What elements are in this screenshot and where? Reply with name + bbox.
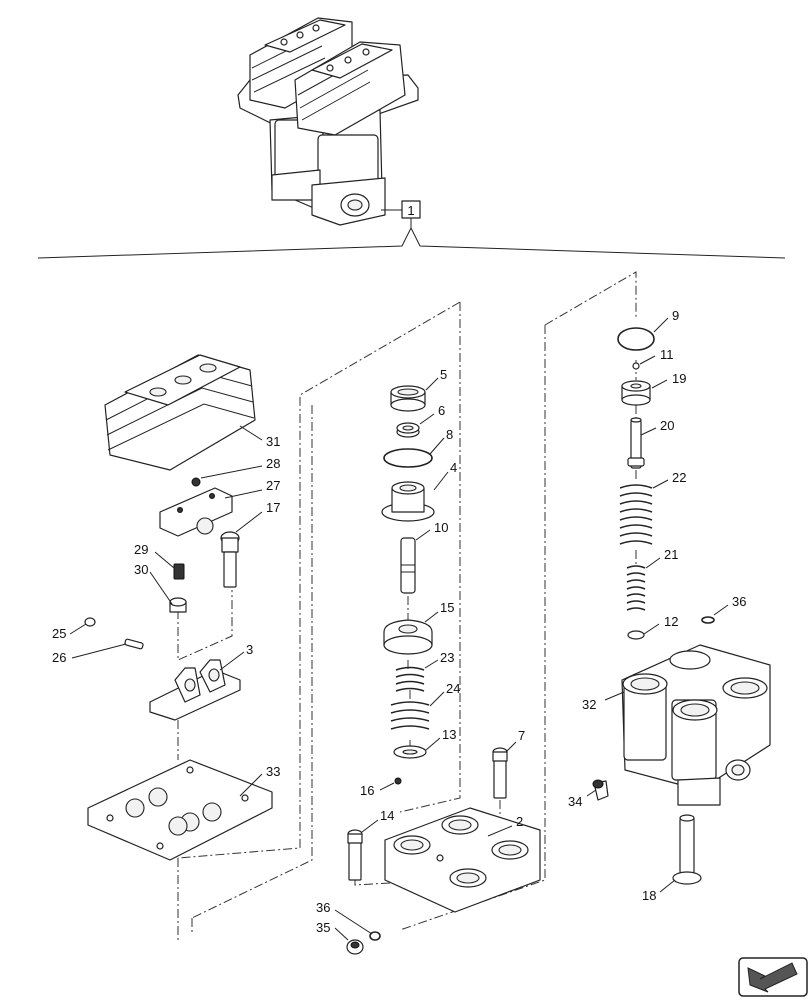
- joystick-boot-left: [249, 17, 353, 109]
- callout-24: 24: [446, 681, 460, 696]
- callout-35: 35: [316, 920, 330, 935]
- callout-9: 9: [672, 308, 679, 323]
- callout-32: 32: [582, 697, 596, 712]
- callout-11: 11: [660, 347, 674, 362]
- callout-8: 8: [446, 427, 453, 442]
- callout-17: 17: [266, 500, 280, 515]
- callout-21: 21: [664, 547, 678, 562]
- part-30-nut: [169, 597, 187, 613]
- callout-34: 34: [568, 794, 582, 809]
- assembly-bracket: [37, 226, 786, 259]
- callout-22: 22: [672, 470, 686, 485]
- callout-4: 4: [450, 460, 457, 475]
- leader-lines: [69, 317, 729, 941]
- part-28-screw: [191, 477, 201, 487]
- part-36-ring-right: [701, 616, 715, 624]
- part-24-spring: [390, 701, 430, 730]
- part-32-housing: [621, 644, 771, 806]
- callout-7: 7: [518, 728, 525, 743]
- callout-2: 2: [516, 814, 523, 829]
- callout-10: 10: [434, 520, 448, 535]
- callout-28: 28: [266, 456, 280, 471]
- part-14-screw: [347, 829, 363, 881]
- part-21-spring: [626, 565, 646, 611]
- part-27-bracket: [159, 487, 233, 537]
- callout-15: 15: [440, 600, 454, 615]
- callout-23: 23: [440, 650, 454, 665]
- part-35-plug: [346, 939, 364, 955]
- part-12-washer: [627, 630, 645, 640]
- callout-29: 29: [134, 542, 148, 557]
- assembly-label: 1: [407, 203, 414, 218]
- callout-30: 30: [134, 562, 148, 577]
- part-2-plate: [384, 807, 541, 913]
- callout-labels: 9 11 19 20 22 21 12 36 32 34 18 5 6 8 4 …: [52, 308, 746, 935]
- part-6-seal: [396, 422, 420, 438]
- part-31-boot: [104, 354, 256, 471]
- part-23-spring: [395, 666, 425, 692]
- joystick-assembly: [237, 17, 419, 226]
- callout-36-center: 36: [316, 900, 330, 915]
- part-17-screw: [220, 531, 240, 588]
- callout-18: 18: [642, 888, 656, 903]
- part-9-oring: [617, 327, 655, 351]
- callout-12: 12: [664, 614, 678, 629]
- callout-13: 13: [442, 727, 456, 742]
- view-arrow-icon[interactable]: [738, 957, 808, 997]
- part-25-screw: [84, 617, 96, 627]
- part-19-bushing: [621, 380, 651, 406]
- part-5-nut: [390, 385, 426, 412]
- part-33-plate: [87, 759, 273, 861]
- part-4-guide: [381, 481, 435, 522]
- part-8-oring: [383, 448, 433, 468]
- part-11-ball: [632, 362, 640, 370]
- callout-26: 26: [52, 650, 66, 665]
- part-22-spring: [619, 484, 653, 545]
- callout-5: 5: [440, 367, 447, 382]
- callout-31: 31: [266, 434, 280, 449]
- part-26-pin: [124, 638, 144, 650]
- callout-16: 16: [360, 783, 374, 798]
- callout-33: 33: [266, 764, 280, 779]
- callout-27: 27: [266, 478, 280, 493]
- callout-20: 20: [660, 418, 674, 433]
- callout-14: 14: [380, 808, 394, 823]
- part-10-pin: [400, 537, 416, 594]
- part-15-cap: [383, 619, 433, 655]
- callout-6: 6: [438, 403, 445, 418]
- callout-25: 25: [52, 626, 66, 641]
- part-3-yoke: [149, 659, 241, 721]
- part-18-spool: [672, 814, 702, 885]
- part-34-plug: [592, 779, 609, 801]
- callout-19: 19: [672, 371, 686, 386]
- part-13-washer: [393, 745, 427, 759]
- part-20-plunger: [627, 417, 645, 469]
- part-16-ball: [394, 777, 402, 785]
- part-36-ring-center: [369, 931, 381, 941]
- callout-36-right: 36: [732, 594, 746, 609]
- part-29-setscrew: [173, 563, 185, 580]
- callout-3: 3: [246, 642, 253, 657]
- part-7-screw: [492, 747, 508, 799]
- joystick-boot-right: [294, 41, 406, 136]
